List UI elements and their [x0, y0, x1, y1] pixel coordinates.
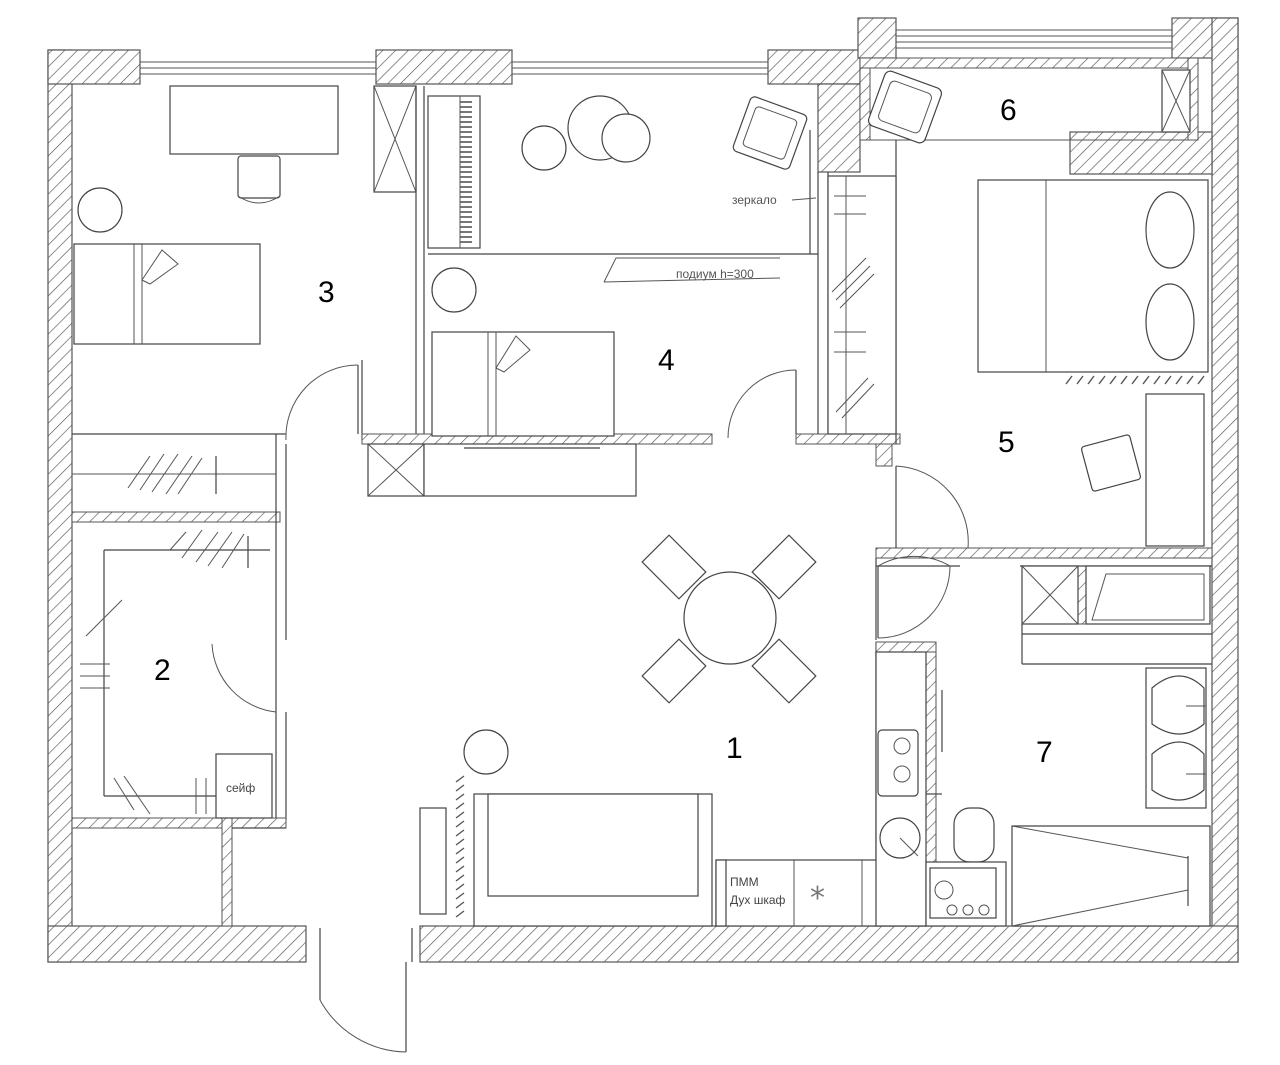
piano — [427, 95, 481, 249]
bed — [73, 243, 261, 345]
safe-box — [215, 753, 273, 819]
windows — [139, 29, 1173, 75]
room-label-5: 5 — [998, 426, 1015, 459]
room-label-1: 1 — [726, 732, 743, 765]
room-label-4: 4 — [658, 344, 675, 377]
room-3-furniture — [73, 85, 339, 345]
room-labels: 1 2 3 4 5 6 7 — [154, 94, 1053, 769]
oven-label: Дух шкаф — [730, 893, 786, 907]
dining-table — [683, 571, 777, 665]
room-2-furniture — [72, 453, 276, 819]
cabinet-star-icon: * — [810, 881, 825, 916]
kitchen — [715, 651, 943, 927]
doors — [211, 364, 969, 1053]
exterior-walls — [47, 17, 1239, 963]
chair — [237, 155, 281, 199]
tv-stand — [419, 807, 447, 915]
toilet — [953, 807, 995, 863]
living-room-furniture — [419, 534, 817, 927]
desk — [169, 85, 339, 155]
chair — [1080, 434, 1142, 492]
bathroom — [925, 565, 1212, 927]
room-label-3: 3 — [318, 276, 335, 309]
room-label-6: 6 — [1000, 94, 1017, 127]
room-label-2: 2 — [154, 654, 171, 687]
mirror-note: зеркало — [732, 193, 777, 207]
wardrobe-4-5 — [827, 175, 897, 435]
podium-note: подиум h=300 — [676, 267, 754, 281]
dresser — [1145, 393, 1205, 547]
armchair — [732, 96, 808, 170]
balcony-frame — [859, 57, 1199, 141]
safe-label: сейф — [226, 781, 255, 795]
room-5-furniture — [867, 70, 1209, 547]
room-4-furniture — [427, 95, 818, 437]
round-pouf — [77, 187, 123, 233]
dishwasher-label: ПММ — [730, 875, 759, 889]
room-label-7: 7 — [1036, 736, 1053, 769]
bed — [431, 331, 615, 437]
corridor-cabinet — [367, 443, 637, 497]
annotations: зеркало подиум h=300 сейф ПММ Дух шкаф * — [226, 193, 825, 916]
